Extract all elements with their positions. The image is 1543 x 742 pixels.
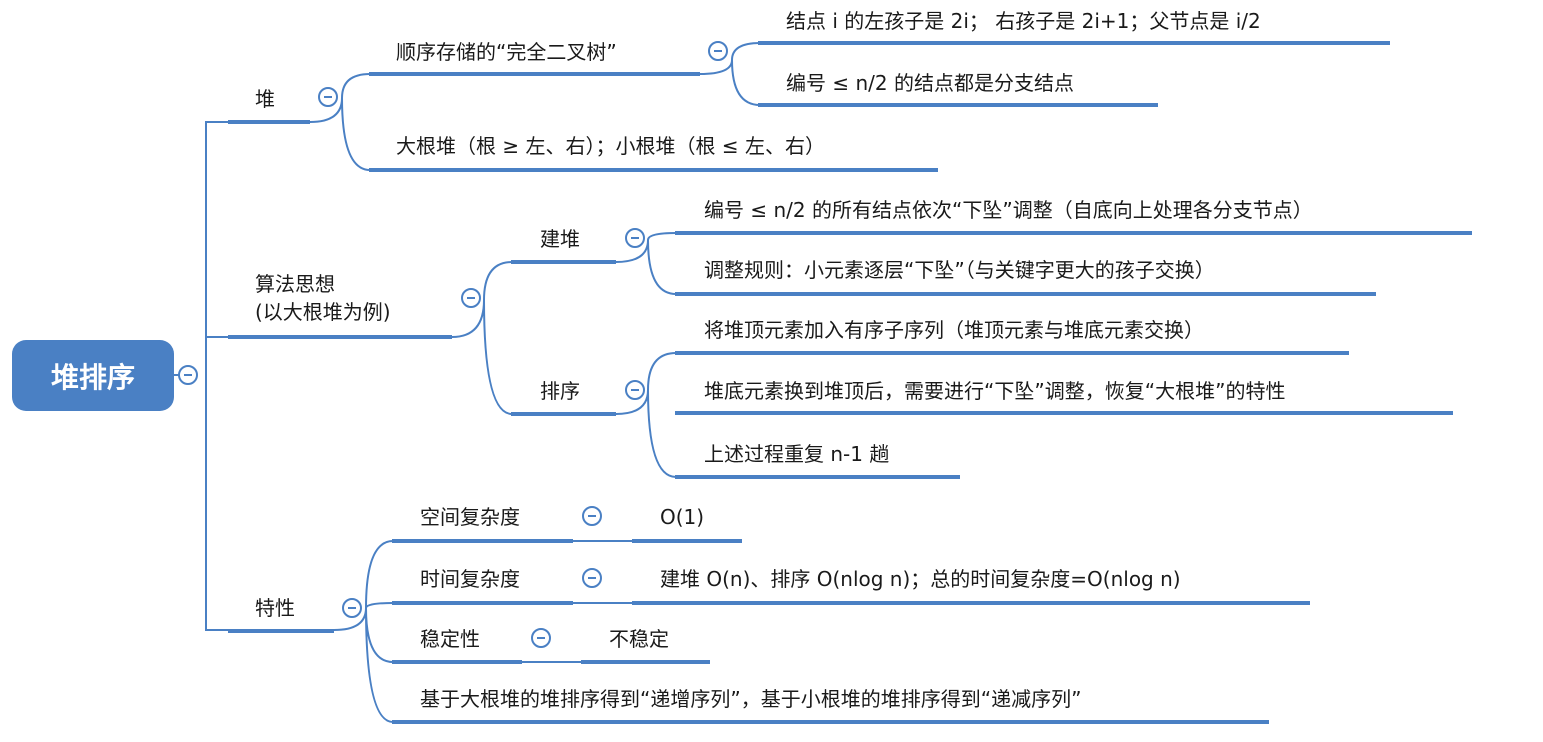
- node-sort-step3[interactable]: 上述过程重复 n-1 趟: [704, 442, 890, 466]
- build-heap-collapse-icon[interactable]: [625, 228, 645, 248]
- root-collapse-icon[interactable]: [178, 365, 198, 385]
- node-complete-binary-tree[interactable]: 顺序存储的“完全二叉树”: [396, 40, 617, 64]
- root-node[interactable]: 堆排序: [12, 340, 174, 411]
- algorithm-collapse-icon[interactable]: [461, 288, 481, 308]
- sort-collapse-icon[interactable]: [625, 380, 645, 400]
- node-sort[interactable]: 排序: [540, 379, 580, 403]
- node-big-small-heap[interactable]: 大根堆（根 ≥ 左、右）；小根堆（根 ≤ 左、右）: [396, 134, 825, 158]
- node-space-value[interactable]: O(1): [660, 505, 705, 529]
- node-algorithm-line2[interactable]: (以大根堆为例): [255, 300, 391, 324]
- node-stability[interactable]: 稳定性: [420, 627, 480, 651]
- node-properties[interactable]: 特性: [255, 596, 295, 620]
- node-space-complexity[interactable]: 空间复杂度: [420, 505, 520, 529]
- node-stability-value[interactable]: 不稳定: [609, 627, 669, 651]
- node-build-rule[interactable]: 调整规则：小元素逐层“下坠”（与关键字更大的孩子交换）: [704, 258, 1215, 282]
- node-heap[interactable]: 堆: [255, 87, 275, 111]
- node-algorithm-line1[interactable]: 算法思想: [255, 272, 335, 296]
- node-branch-nodes[interactable]: 编号 ≤ n/2 的结点都是分支结点: [786, 71, 1074, 95]
- node-time-value[interactable]: 建堆 O(n)、排序 O(nlog n)；总的时间复杂度=O(nlog n): [660, 567, 1181, 591]
- node-build-heap[interactable]: 建堆: [540, 227, 580, 251]
- complete-tree-collapse-icon[interactable]: [708, 41, 728, 61]
- node-child-index[interactable]: 结点 i 的左孩子是 2i； 右孩子是 2i+1；父节点是 i/2: [786, 9, 1261, 33]
- properties-collapse-icon[interactable]: [342, 598, 362, 618]
- time-collapse-icon[interactable]: [582, 568, 602, 588]
- heap-collapse-icon[interactable]: [318, 87, 338, 107]
- node-build-step1[interactable]: 编号 ≤ n/2 的所有结点依次“下坠”调整（自底向上处理各分支节点）: [704, 198, 1313, 222]
- node-sort-step2[interactable]: 堆底元素换到堆顶后，需要进行“下坠”调整，恢复“大根堆”的特性: [704, 379, 1286, 403]
- stability-collapse-icon[interactable]: [531, 628, 551, 648]
- node-time-complexity[interactable]: 时间复杂度: [420, 567, 520, 591]
- node-order-note[interactable]: 基于大根堆的堆排序得到“递增序列”，基于小根堆的堆排序得到“递减序列”: [420, 687, 1082, 711]
- node-sort-step1[interactable]: 将堆顶元素加入有序子序列（堆顶元素与堆底元素交换）: [704, 318, 1204, 342]
- space-collapse-icon[interactable]: [582, 506, 602, 526]
